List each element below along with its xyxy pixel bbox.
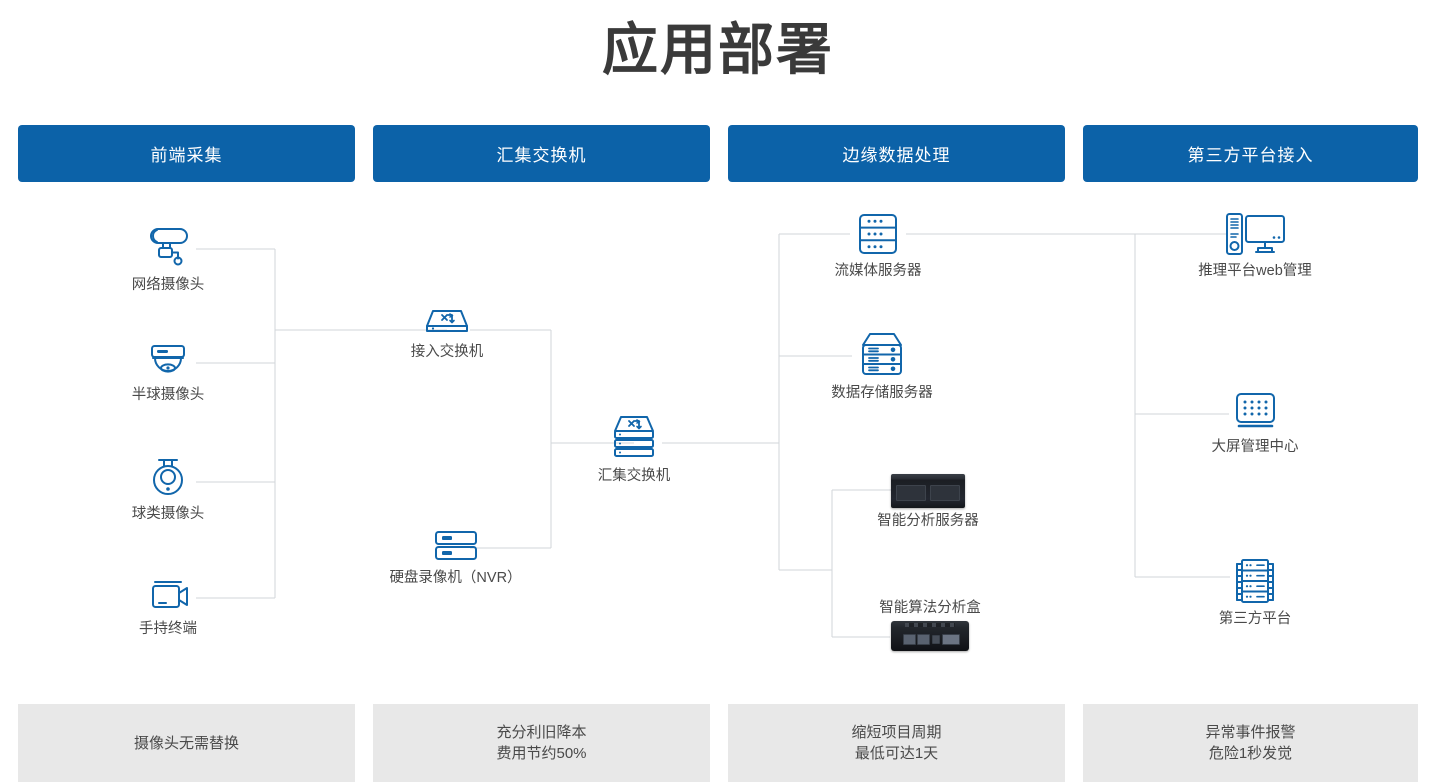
node-label: 智能算法分析盒 bbox=[879, 600, 981, 616]
node-storage-server[interactable]: 数据存储服务器 bbox=[820, 330, 944, 402]
node-label: 汇集交换机 bbox=[597, 468, 671, 484]
footer-line-2: 危险1秒发觉 bbox=[1208, 745, 1293, 762]
node-dome-camera[interactable]: 半球摄像头 bbox=[108, 340, 228, 404]
footer-line-2: 最低可达1天 bbox=[854, 745, 939, 762]
node-label: 智能分析服务器 bbox=[877, 513, 979, 529]
node-label: 硬盘录像机（NVR） bbox=[389, 570, 522, 586]
node-ptz-camera[interactable]: 球类摄像头 bbox=[108, 455, 228, 523]
storage-server-icon bbox=[820, 330, 944, 380]
node-analysis-server[interactable]: 智能分析服务器 bbox=[868, 474, 988, 530]
node-label: 推理平台web管理 bbox=[1198, 263, 1312, 279]
ptz-camera-icon bbox=[108, 455, 228, 501]
node-web-management[interactable]: 推理平台web管理 bbox=[1195, 210, 1315, 280]
bullet-camera-icon bbox=[108, 224, 228, 272]
node-label: 网络摄像头 bbox=[131, 277, 205, 293]
datacenter-rack-icon bbox=[1195, 556, 1315, 606]
node-handheld-terminal[interactable]: 手持终端 bbox=[108, 576, 228, 638]
node-video-wall[interactable]: 大屏管理中心 bbox=[1195, 390, 1315, 456]
column-header-front-end[interactable]: 前端采集 bbox=[18, 125, 355, 182]
footer-benefit-4: 异常事件报警 危险1秒发觉 bbox=[1083, 704, 1418, 782]
node-label: 半球摄像头 bbox=[131, 387, 205, 403]
node-ip-camera[interactable]: 网络摄像头 bbox=[108, 224, 228, 294]
node-streaming-server[interactable]: 流媒体服务器 bbox=[818, 210, 938, 280]
footer-benefit-1: 摄像头无需替换 bbox=[18, 704, 355, 782]
footer-line-1: 充分利旧降本 bbox=[496, 724, 587, 741]
node-label: 流媒体服务器 bbox=[834, 263, 922, 279]
video-wall-icon bbox=[1195, 390, 1315, 434]
footer-benefit-2: 充分利旧降本 费用节约50% bbox=[373, 704, 710, 782]
analysis-server-photo bbox=[868, 474, 988, 508]
nvr-recorder-icon bbox=[378, 527, 533, 565]
node-label: 数据存储服务器 bbox=[831, 385, 933, 401]
desktop-computer-icon bbox=[1195, 210, 1315, 258]
column-header-switch[interactable]: 汇集交换机 bbox=[373, 125, 710, 182]
handheld-camcorder-icon bbox=[108, 576, 228, 616]
node-label: 第三方平台 bbox=[1218, 611, 1292, 627]
node-label: 大屏管理中心 bbox=[1211, 439, 1299, 455]
node-access-switch[interactable]: 接入交换机 bbox=[387, 303, 507, 361]
node-third-party-platform[interactable]: 第三方平台 bbox=[1195, 556, 1315, 628]
page-title: 应用部署 bbox=[602, 18, 834, 81]
node-label: 手持终端 bbox=[139, 621, 197, 637]
column-header-edge[interactable]: 边缘数据处理 bbox=[728, 125, 1065, 182]
stacked-switch-icon bbox=[574, 411, 694, 463]
rack-server-icon bbox=[818, 210, 938, 258]
footer-benefit-3: 缩短项目周期 最低可达1天 bbox=[728, 704, 1065, 782]
node-core-switch[interactable]: 汇集交换机 bbox=[574, 411, 694, 485]
edge-ai-box-photo bbox=[870, 621, 990, 651]
dome-camera-icon bbox=[108, 340, 228, 382]
node-label: 接入交换机 bbox=[410, 344, 484, 360]
footer-line-2: 费用节约50% bbox=[496, 745, 587, 762]
node-ai-box[interactable]: 智能算法分析盒 bbox=[870, 599, 990, 651]
node-nvr[interactable]: 硬盘录像机（NVR） bbox=[378, 527, 533, 587]
node-label: 球类摄像头 bbox=[131, 506, 205, 522]
footer-line-1: 异常事件报警 bbox=[1205, 724, 1296, 741]
column-header-third-party[interactable]: 第三方平台接入 bbox=[1083, 125, 1418, 182]
network-switch-icon bbox=[387, 303, 507, 339]
footer-line-1: 缩短项目周期 bbox=[851, 724, 942, 741]
footer-line-1: 摄像头无需替换 bbox=[133, 734, 239, 752]
